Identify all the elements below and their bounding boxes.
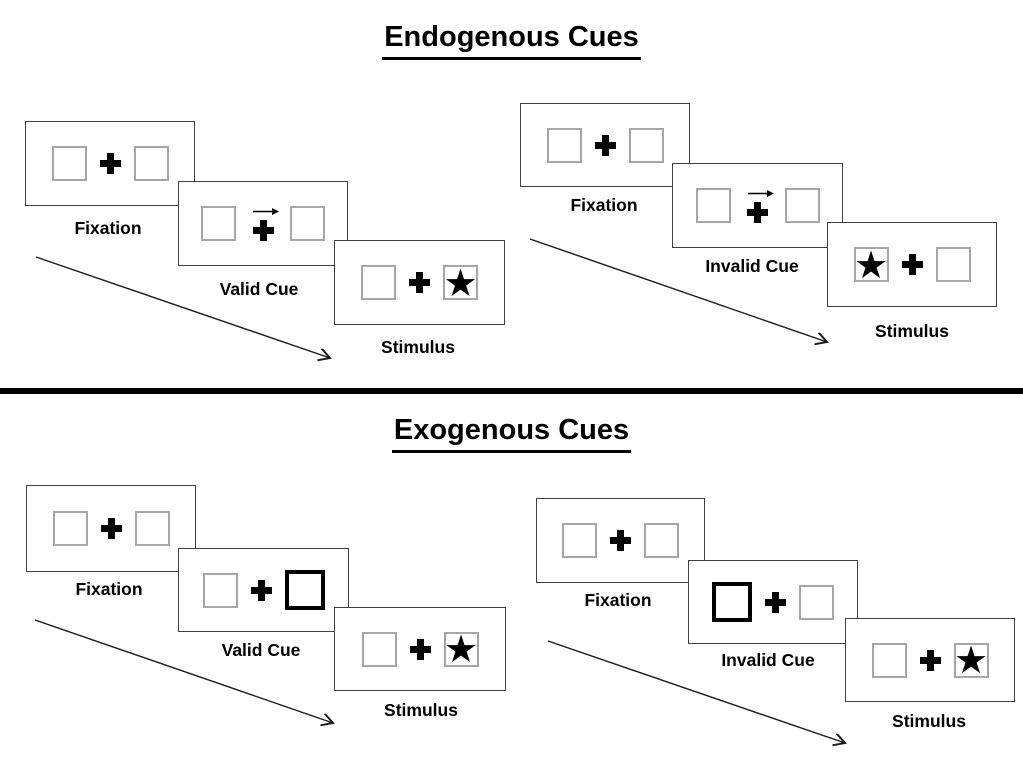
placeholder-box-right	[134, 511, 170, 546]
time-arrow	[547, 640, 852, 751]
target-box-left: ★	[853, 242, 889, 287]
panel-label-cue: Invalid Cue	[705, 256, 799, 276]
fixation-panel	[25, 121, 195, 206]
placeholder-box-right	[628, 127, 664, 163]
fixation-cross-icon	[594, 134, 616, 156]
placeholder-box-right	[644, 523, 679, 558]
cued-box-right	[284, 570, 325, 610]
panel-label-stimulus: Stimulus	[381, 337, 455, 357]
fixation-cross-icon	[610, 530, 631, 551]
stimulus-panel: ★	[845, 618, 1015, 702]
placeholder-box-left	[871, 642, 907, 678]
placeholder-box-left	[361, 265, 396, 300]
central-cue	[249, 207, 279, 241]
section-title-text: Endogenous Cues	[382, 21, 641, 60]
section-divider	[0, 388, 1023, 394]
fixation-panel	[536, 498, 705, 583]
placeholder-box-right	[133, 146, 169, 181]
fixation-cross-icon	[100, 518, 122, 539]
star-icon: ★	[443, 627, 479, 671]
fixation-cross-icon	[409, 638, 431, 660]
placeholder-box-left	[361, 631, 397, 667]
target-box-right: ★	[443, 627, 479, 671]
panel-label-fixation: Fixation	[74, 218, 142, 238]
placeholder-box-right	[784, 188, 820, 223]
fixation-cross-icon	[901, 254, 923, 275]
panel-label-stimulus: Stimulus	[875, 321, 949, 341]
cue-arrow-right-icon	[747, 189, 774, 197]
cue-panel	[672, 163, 843, 248]
central-cue	[744, 189, 774, 223]
placeholder-box-left	[695, 188, 731, 223]
placeholder-box-left	[52, 511, 88, 546]
stimulus-panel: ★	[334, 240, 505, 325]
cue-arrow-right-icon	[253, 207, 279, 215]
star-icon: ★	[953, 638, 989, 682]
placeholder-box-right	[935, 247, 971, 282]
fixation-cross-icon	[252, 219, 274, 241]
time-arrow	[34, 619, 341, 732]
cue-panel	[688, 560, 858, 644]
panel-label-stimulus: Stimulus	[384, 700, 458, 720]
fixation-cross-icon	[409, 272, 430, 293]
fixation-cross-icon	[765, 591, 786, 613]
placeholder-box-left	[51, 146, 87, 181]
cue-panel	[178, 548, 349, 632]
panel-label-cue: Valid Cue	[221, 640, 301, 660]
cued-box-left	[712, 582, 752, 622]
placeholder-box-left	[201, 206, 236, 241]
panel-label-fixation: Fixation	[584, 590, 652, 610]
section-title-text: Exogenous Cues	[391, 414, 632, 453]
time-arrow	[35, 256, 340, 369]
star-icon: ★	[443, 260, 478, 305]
target-box-right: ★	[953, 638, 989, 682]
panel-label-stimulus: Stimulus	[892, 711, 966, 731]
fixation-cross-icon	[919, 649, 941, 671]
fixation-cross-icon	[250, 579, 272, 601]
stimulus-panel: ★	[827, 222, 997, 307]
panel-label-cue: Valid Cue	[219, 279, 299, 299]
stimulus-panel: ★	[334, 607, 506, 691]
fixation-cross-icon	[99, 153, 121, 174]
fixation-panel	[520, 103, 690, 187]
fixation-panel	[26, 485, 196, 572]
target-box-right: ★	[443, 260, 478, 305]
time-arrow	[529, 238, 836, 351]
panel-label-cue: Invalid Cue	[721, 650, 815, 670]
section-title-exogenous: Exogenous Cues	[0, 414, 1023, 453]
placeholder-box-left	[546, 127, 582, 163]
placeholder-box-left	[202, 572, 238, 608]
cue-panel	[178, 181, 348, 266]
placeholder-box-left	[562, 523, 597, 558]
fixation-cross-icon	[747, 201, 768, 223]
placeholder-box-right	[799, 584, 834, 620]
section-title-endogenous: Endogenous Cues	[0, 21, 1023, 60]
star-icon: ★	[853, 242, 889, 287]
panel-label-fixation: Fixation	[570, 195, 638, 215]
placeholder-box-right	[290, 206, 325, 241]
panel-label-fixation: Fixation	[75, 579, 143, 599]
